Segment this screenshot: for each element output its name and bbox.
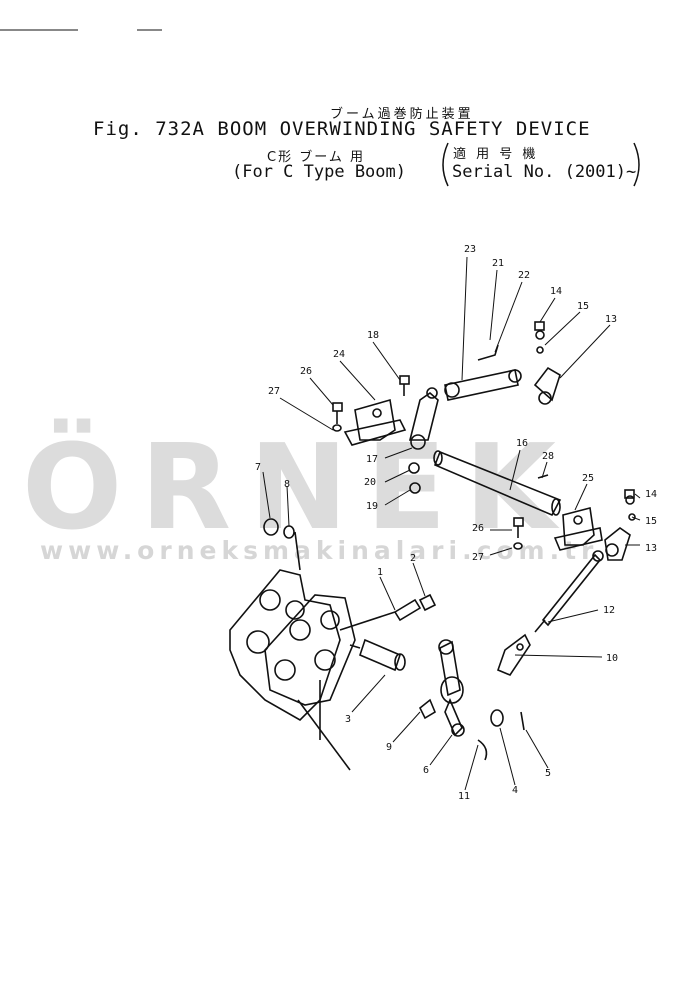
callout-20: 20 [364,477,376,488]
callout-numbers: 23 21 22 14 15 13 18 24 26 27 17 20 19 1… [255,244,657,802]
boom-frame [229,569,356,771]
bolt-26-upper [332,402,343,432]
clevis-10 [496,633,531,676]
link-23 [444,344,522,401]
serial-number: Serial No. (2001)~ [452,162,637,182]
bolt-14-upper [534,321,545,331]
callout-24: 24 [333,349,345,360]
callout-26: 26 [300,366,312,377]
callout-5: 5 [545,768,551,779]
part-9 [418,698,437,720]
bracket-24 [343,398,407,446]
upper-lever [408,387,439,494]
callout-15b: 15 [645,516,657,527]
callout-18: 18 [367,330,379,341]
callout-14: 14 [550,286,562,297]
callout-15: 15 [577,301,589,312]
callout-13b: 13 [645,543,657,554]
callout-23: 23 [464,244,476,255]
pin-5 [520,711,525,731]
callout-11: 11 [458,791,470,802]
callout-21: 21 [492,258,504,269]
callout-9: 9 [386,742,392,753]
part-2 [418,593,437,612]
callout-28: 28 [542,451,554,462]
callout-12: 12 [603,605,615,616]
callout-13: 13 [605,314,617,325]
callout-8: 8 [284,479,290,490]
bracket-25 [553,507,603,551]
watermark-logo: ÖRNEK [22,418,574,556]
callout-16: 16 [516,438,528,449]
shaft-16 [433,450,562,517]
washer-4 [490,709,504,727]
lever-13-lower [604,495,636,561]
callout-19: 19 [366,501,378,512]
part-11 [477,739,488,761]
bolt-14-lower [624,489,635,499]
callout-6: 6 [423,765,429,776]
callout-17: 17 [366,454,378,465]
callout-1: 1 [377,567,383,578]
rod-12 [534,550,604,633]
parts-linework [229,256,641,791]
callout-2: 2 [410,553,416,564]
pin-28 [537,474,549,479]
subtitle-english: (For C Type Boom) [232,162,406,182]
callout-4: 4 [512,785,518,796]
leader-lines [262,256,641,791]
lever-6 [438,639,465,737]
callout-22: 22 [518,270,530,281]
callout-14b: 14 [645,489,657,500]
bolt-1 [339,598,422,631]
callout-10: 10 [606,653,618,664]
figure-title: Fig. 732A BOOM OVERWINDING SAFETY DEVICE [93,118,591,140]
nut-7-8 [263,518,301,571]
lever-13-upper [533,330,561,405]
callout-25: 25 [582,473,594,484]
title-japanese: ブーム過巻防止装置 [330,107,474,122]
callout-7: 7 [255,462,261,473]
subtitle-japanese: C形 ブーム 用 [267,150,365,165]
watermark-url: www.orneksmakinalari.com.tr [40,536,599,565]
callout-26b: 26 [472,523,484,534]
bolt-18 [399,375,410,396]
callout-27: 27 [268,386,280,397]
callout-27b: 27 [472,552,484,563]
serial-label-japanese: 適 用 号 機 [453,147,539,162]
callout-3: 3 [345,714,351,725]
serial-bracket [442,142,640,187]
bolt-26-lower [513,517,524,550]
pin-3 [349,638,406,672]
